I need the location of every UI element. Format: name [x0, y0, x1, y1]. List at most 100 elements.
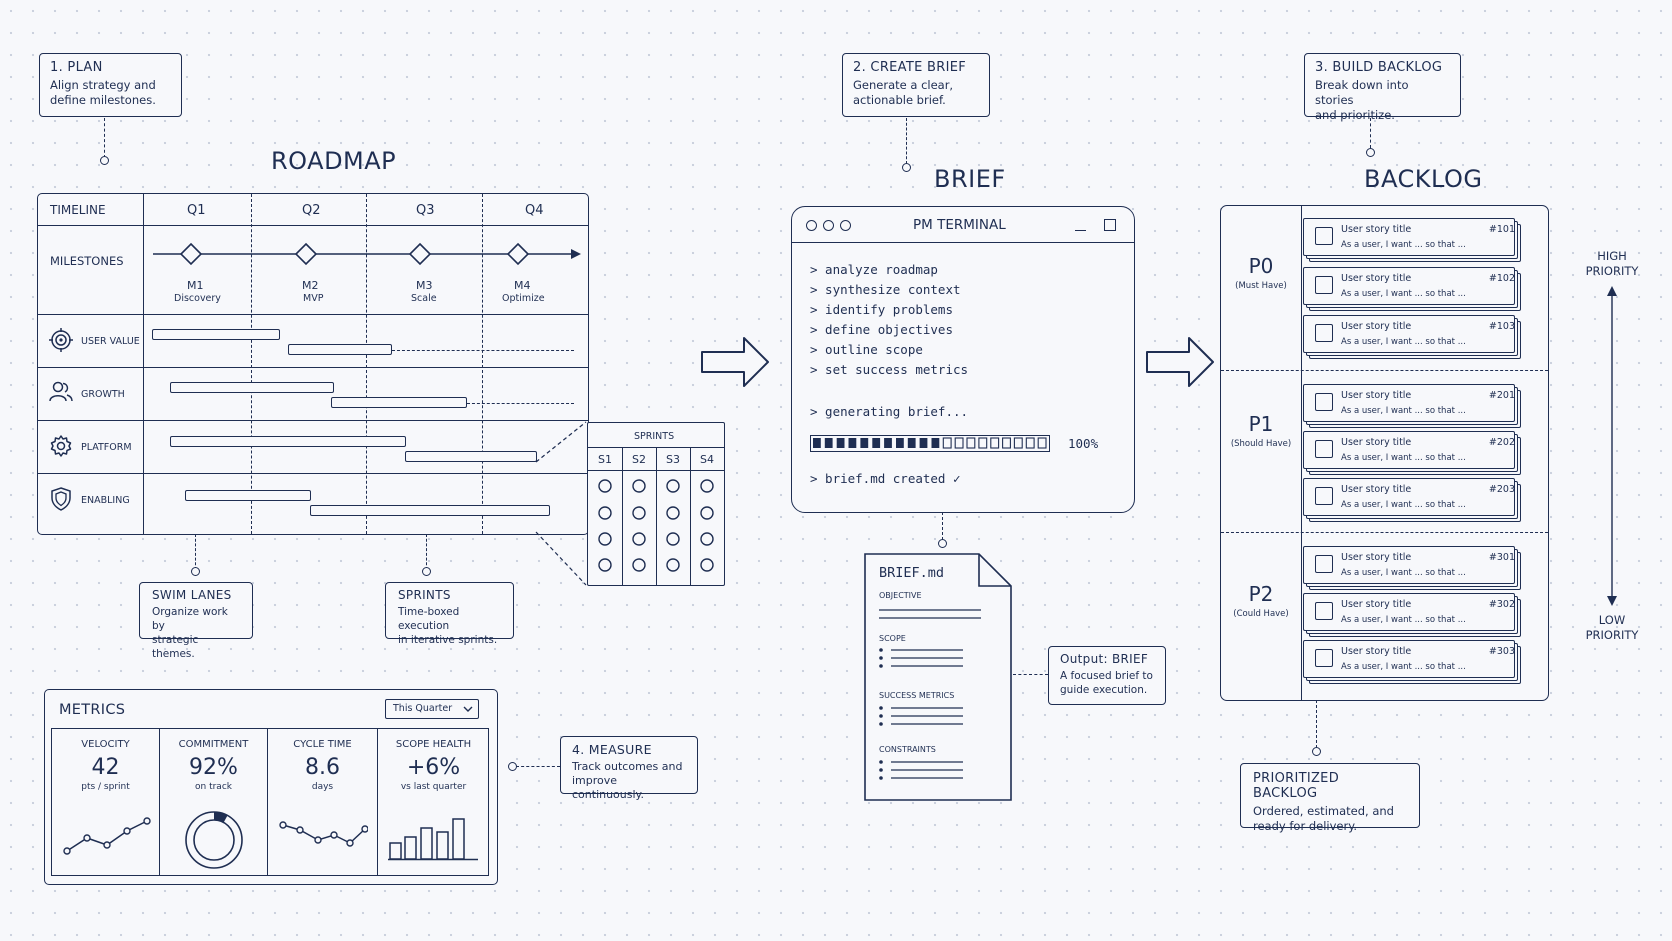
- sprints-title: SPRINTS: [634, 431, 675, 442]
- progress-segment: [990, 437, 1000, 449]
- build-backlog-title: 3. BUILD BACKLOG: [1315, 60, 1443, 75]
- terminal-commands: > analyze roadmap > synthesize context >…: [810, 260, 968, 380]
- priority-p0: P0 (Must Have): [1221, 254, 1301, 291]
- build-backlog-desc-line2: and prioritize.: [1315, 108, 1395, 122]
- priority-p2: P2 (Could Have): [1221, 582, 1301, 619]
- quarter-q4: Q4: [525, 203, 544, 218]
- high-priority-label: HIGH PRIORITY: [1570, 249, 1654, 279]
- priority-arrow: [1607, 286, 1617, 606]
- progress-segment: [978, 437, 988, 449]
- sprint-circles: [598, 479, 714, 572]
- period-select[interactable]: This Quarter: [385, 699, 479, 719]
- generating-line: > generating brief...: [810, 404, 969, 419]
- cycle-time-card: CYCLE TIME 8.6 days: [268, 729, 377, 875]
- story-checkbox[interactable]: [1315, 440, 1333, 458]
- milestone-m2-id: M2: [302, 279, 319, 292]
- velocity-unit: pts / sprint: [81, 782, 130, 792]
- target-icon: [49, 328, 73, 352]
- lane-bar: [331, 397, 467, 408]
- roadmap-title: ROADMAP: [271, 147, 397, 175]
- create-brief-callout: 2. CREATE BRIEF Generate a clear, action…: [842, 53, 990, 117]
- window-control-dot[interactable]: [823, 220, 834, 231]
- metrics-panel: METRICS This Quarter VELOCITY 42 pts / s…: [44, 689, 498, 885]
- command-line: > set success metrics: [810, 362, 969, 377]
- doc-section-constraints: CONSTRAINTS: [879, 745, 936, 754]
- scope-health-unit: vs last quarter: [400, 782, 467, 792]
- story-id: #302: [1488, 599, 1515, 610]
- story-card[interactable]: User story title As a user, I want ... s…: [1303, 640, 1521, 684]
- story-checkbox[interactable]: [1315, 602, 1333, 620]
- timeline-label: TIMELINE: [50, 203, 106, 217]
- story-card[interactable]: User story title As a user, I want ... s…: [1303, 546, 1521, 590]
- lane-enabling-label: ENABLING: [81, 495, 130, 506]
- prioritized-backlog-callout: PRIORITIZED BACKLOG Ordered, estimated, …: [1240, 763, 1420, 833]
- milestone-timeline: [153, 242, 581, 266]
- story-desc: As a user, I want ... so that ...: [1341, 406, 1466, 416]
- command-line: > synthesize context: [810, 282, 961, 297]
- lane-bar: [170, 382, 334, 393]
- story-checkbox[interactable]: [1315, 555, 1333, 573]
- progress-segment: [942, 437, 952, 449]
- priority-p1-label: (Should Have): [1230, 439, 1292, 449]
- progress-segment: [931, 438, 940, 448]
- scope-health-bars: [388, 818, 478, 861]
- story-card[interactable]: User story title As a user, I want ... s…: [1303, 267, 1521, 311]
- progress-segment: [1025, 437, 1035, 449]
- measure-title: 4. MEASURE: [572, 742, 652, 757]
- story-title: User story title: [1341, 273, 1412, 284]
- pm-terminal-window: PM TERMINAL > analyze roadmap > synthesi…: [791, 206, 1135, 513]
- sprint-s2: S2: [632, 453, 646, 466]
- sprints-callout: SPRINTS Time-boxed execution in iterativ…: [385, 582, 514, 646]
- cycle-time-value: 8.6: [305, 755, 340, 780]
- scope-health-value: +6%: [406, 755, 461, 780]
- quarter-q2: Q2: [302, 203, 321, 218]
- priority-p2-level: P2: [1248, 582, 1274, 606]
- priority-p1: P1 (Should Have): [1221, 412, 1301, 449]
- terminal-title: PM TERMINAL: [913, 217, 1006, 233]
- doc-section-success-metrics: SUCCESS METRICS: [879, 691, 955, 700]
- story-title: User story title: [1341, 599, 1412, 610]
- lane-bar: [310, 505, 550, 516]
- lane-bar: [185, 490, 311, 501]
- progress-segment: [1037, 437, 1047, 449]
- progress-segment: [848, 438, 857, 448]
- story-checkbox[interactable]: [1315, 393, 1333, 411]
- window-control-dot[interactable]: [840, 220, 851, 231]
- milestone-m2-name: MVP: [303, 293, 324, 304]
- window-control-dot[interactable]: [806, 220, 817, 231]
- story-checkbox[interactable]: [1315, 649, 1333, 667]
- build-backlog-callout: 3. BUILD BACKLOG Break down into stories…: [1304, 53, 1461, 122]
- story-title: User story title: [1341, 321, 1412, 332]
- quarter-q1: Q1: [187, 203, 206, 218]
- swim-lanes-callout: SWIM LANES Organize work by strategic th…: [139, 582, 253, 660]
- story-title: User story title: [1341, 646, 1412, 657]
- story-card[interactable]: User story title As a user, I want ... s…: [1303, 478, 1521, 522]
- low-priority-line1: LOW: [1598, 613, 1626, 627]
- created-line: > brief.md created ✓: [810, 471, 961, 486]
- prioritized-backlog-desc-line1: Ordered, estimated, and: [1253, 804, 1394, 818]
- story-card[interactable]: User story title As a user, I want ... s…: [1303, 431, 1521, 475]
- story-desc: As a user, I want ... so that ...: [1341, 289, 1466, 299]
- minimize-icon[interactable]: [1075, 230, 1086, 231]
- story-card[interactable]: User story title As a user, I want ... s…: [1303, 315, 1521, 359]
- story-card[interactable]: User story title As a user, I want ... s…: [1303, 218, 1521, 262]
- plan-desc-line2: define milestones.: [50, 93, 156, 107]
- story-checkbox[interactable]: [1315, 324, 1333, 342]
- story-checkbox[interactable]: [1315, 276, 1333, 294]
- story-card[interactable]: User story title As a user, I want ... s…: [1303, 593, 1521, 637]
- milestone-m4-id: M4: [514, 279, 531, 292]
- progress-segment: [919, 438, 928, 448]
- lane-bar: [170, 436, 406, 447]
- milestone-m1-name: Discovery: [174, 293, 221, 304]
- maximize-icon[interactable]: [1104, 219, 1116, 231]
- priority-p2-label: (Could Have): [1233, 609, 1289, 619]
- story-checkbox[interactable]: [1315, 227, 1333, 245]
- period-select-value: This Quarter: [393, 703, 453, 714]
- story-title: User story title: [1341, 437, 1412, 448]
- story-id: #102: [1488, 273, 1515, 284]
- story-id: #101: [1488, 224, 1515, 235]
- story-card[interactable]: User story title As a user, I want ... s…: [1303, 384, 1521, 428]
- story-checkbox[interactable]: [1315, 487, 1333, 505]
- commitment-unit: on track: [195, 782, 232, 792]
- progress-bar: [810, 435, 1050, 452]
